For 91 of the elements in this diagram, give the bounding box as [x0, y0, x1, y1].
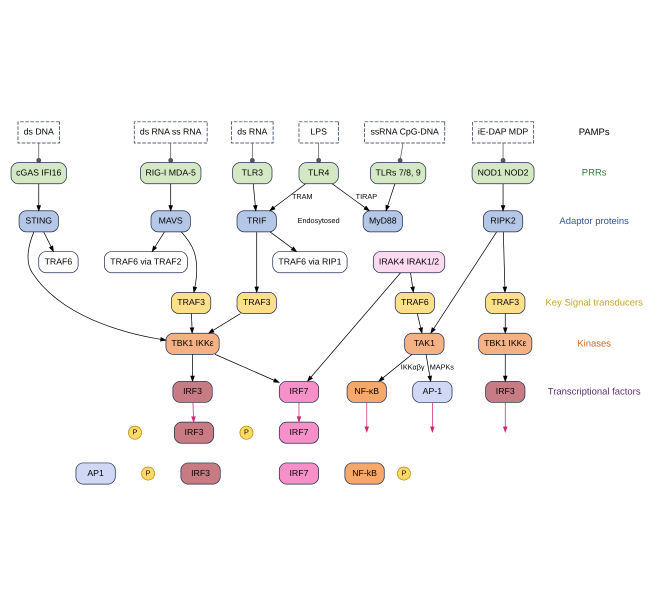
connector — [398, 142, 404, 162]
connector — [250, 142, 255, 162]
node-box: IRF3 — [172, 380, 213, 402]
node-box: AP1 — [76, 462, 116, 484]
node-box: IRF3 — [174, 421, 214, 444]
arrow — [502, 354, 508, 382]
node-box: IRF3 — [180, 462, 221, 484]
node-box: ds DNA — [18, 120, 60, 143]
arrow — [36, 182, 42, 212]
arrow — [208, 312, 241, 334]
arrow — [28, 231, 167, 342]
label: Endosytosed — [298, 216, 340, 225]
arrow — [268, 182, 306, 211]
node-box: TRAF3 — [485, 292, 526, 314]
node-box: NF-kB — [344, 462, 385, 484]
node-box: IRF3 — [485, 380, 526, 402]
arrow — [386, 182, 396, 212]
arrow — [426, 354, 432, 382]
node-box: TRAF6 — [38, 250, 78, 273]
node-box: TRAF3 — [236, 292, 277, 314]
arrow — [430, 231, 497, 334]
arrow — [378, 354, 412, 382]
node-box: RIG-I MDA-5 — [140, 162, 202, 184]
node-circle: P — [128, 425, 142, 440]
node-box: IRF7 — [278, 462, 320, 484]
node-circle: P — [397, 466, 411, 480]
node-circle: P — [240, 425, 254, 440]
node-box: AP-1 — [412, 380, 452, 402]
arrow — [270, 231, 298, 252]
connector — [36, 142, 42, 162]
label: Key Signal transducers — [545, 296, 643, 308]
node-box: MyD88 — [362, 210, 403, 232]
connector — [168, 142, 174, 162]
edge-label: TIRAP — [356, 192, 378, 201]
node-box: TRIF — [236, 210, 277, 232]
arrow — [190, 312, 194, 334]
label: Transcriptional factors — [548, 386, 641, 397]
arrow — [502, 231, 508, 293]
arrow — [306, 272, 401, 382]
node-box: iE-DAP MDP — [472, 120, 534, 143]
edge-label: IKKαβγ — [400, 362, 425, 372]
arrow — [190, 354, 195, 382]
arrow — [296, 402, 302, 422]
node-box: TAK1 — [404, 332, 444, 354]
node-box: IRF7 — [278, 421, 320, 444]
node-circle: P — [141, 466, 156, 480]
arrow — [416, 312, 423, 334]
arrow — [502, 402, 508, 433]
connector — [500, 142, 506, 162]
label: PAMPs — [578, 126, 610, 138]
node-box: TRAF6 — [394, 292, 435, 314]
arrow — [152, 231, 165, 252]
arrow — [502, 312, 508, 334]
label: Adaptor proteins — [559, 215, 629, 226]
node-box: ssRNA CpG-DNA — [364, 120, 446, 143]
node-box: IRAK4 IRAK1/2 — [372, 250, 446, 273]
arrow — [254, 231, 259, 293]
arrow — [410, 272, 415, 293]
node-box: TLR3 — [232, 162, 272, 184]
label: Kinases — [577, 338, 612, 349]
node-box: IRF7 — [278, 380, 320, 402]
node-box: RIPK2 — [483, 210, 524, 232]
arrow — [180, 231, 198, 293]
node-box: ds RNA ss RNA — [134, 120, 208, 143]
arrow — [191, 402, 196, 422]
node-box: TRAF6 via TRAF2 — [104, 250, 188, 273]
arrow — [43, 231, 54, 252]
node-box: MAVS — [150, 210, 191, 232]
node-box: cGAS IFI16 — [10, 162, 67, 184]
node-box: TRAF6 via RIP1 — [272, 250, 348, 273]
node-box: STING — [18, 210, 59, 232]
node-box: TBK1 IKKε — [478, 332, 532, 354]
label: PRRs — [582, 167, 607, 178]
edge-label: TRAM — [292, 192, 313, 201]
node-box: LPS — [298, 120, 339, 143]
node-box: TLR4 — [298, 162, 339, 184]
node-box: TBK1 IKKε — [166, 332, 220, 354]
node-box: TRAF3 — [171, 292, 212, 314]
arrow — [364, 402, 370, 433]
arrow — [430, 402, 435, 433]
node-box: NF-κB — [346, 380, 387, 402]
node-box: TLRs 7/8, 9 — [370, 162, 426, 184]
arrow — [168, 182, 173, 212]
arrow — [500, 182, 506, 212]
arrow — [252, 182, 258, 212]
node-box: ds RNA — [231, 120, 274, 143]
arrow — [332, 182, 370, 211]
edge-label: MAPKs — [430, 362, 454, 372]
node-box: NOD1 NOD2 — [472, 162, 534, 184]
connector — [316, 142, 322, 162]
arrow — [214, 354, 280, 382]
